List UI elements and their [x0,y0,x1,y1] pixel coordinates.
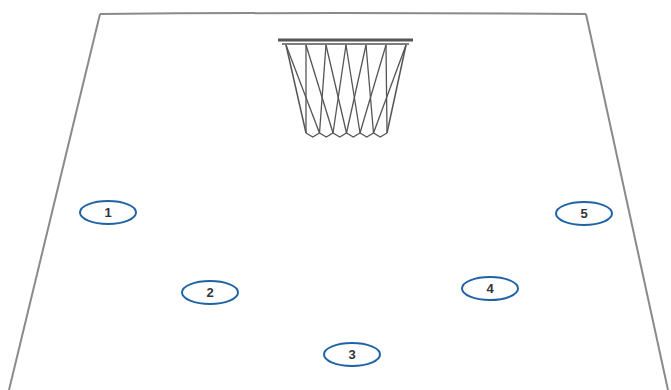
player-marker: 2 [181,280,239,305]
net-bottom [306,133,387,137]
player-number: 4 [486,282,493,295]
net-string [360,45,386,133]
rim [282,43,409,45]
sideline [9,14,100,390]
net-string [286,45,320,133]
net-string [305,45,306,133]
player-marker: 4 [461,276,519,301]
player-number: 1 [104,206,111,219]
net-string [333,45,346,133]
player-number: 2 [206,286,213,299]
net-string [347,45,367,133]
net-string [346,45,360,133]
oval [462,277,518,300]
sideline [586,14,668,390]
player-marker: 3 [323,342,381,367]
net-string [320,45,327,133]
rim [278,39,413,42]
oval [182,281,238,304]
net-string [386,45,387,133]
player-number: 3 [348,348,355,361]
oval [324,343,380,366]
net-string [374,45,407,133]
player-number: 5 [580,207,587,220]
baseline [100,13,586,14]
basket-net [278,40,413,137]
player-marker: 5 [555,201,613,226]
player-marker: 1 [79,200,137,225]
oval [80,201,136,224]
oval [556,202,612,225]
net-string [326,45,347,133]
